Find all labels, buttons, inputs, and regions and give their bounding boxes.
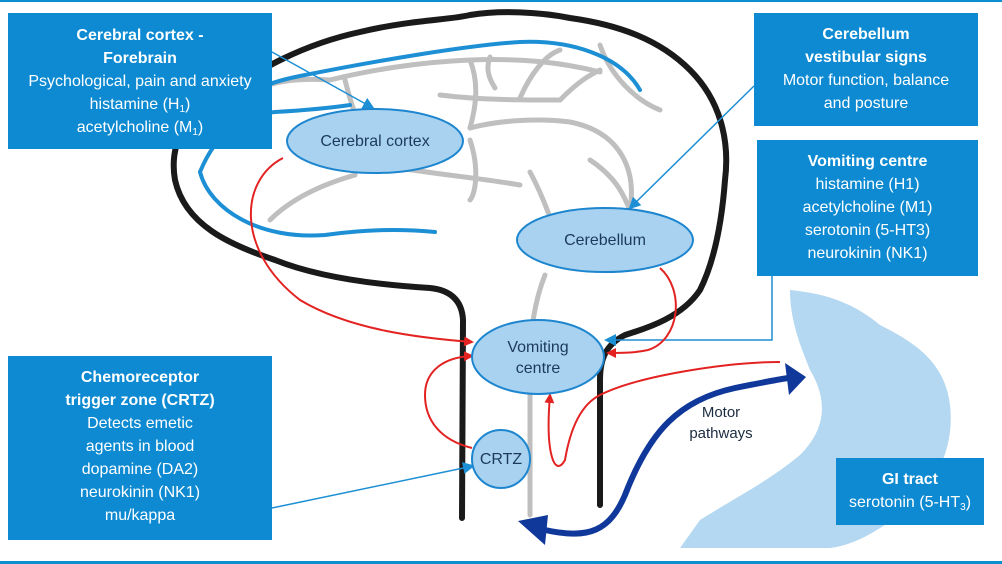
red-pathways (249, 157, 781, 467)
infobox-line: serotonin (5-HT3) (848, 494, 972, 513)
vomiting-label-line: centre (515, 360, 561, 377)
infobox-line: neurokinin (NK1) (807, 245, 928, 262)
infobox-line: agents in blood (85, 438, 195, 455)
cerebellum-to-vomiting (606, 267, 677, 358)
cortex-connector (271, 51, 375, 109)
motor-pathways-label: Motor pathways (676, 402, 766, 444)
vomiting-centre-label: Vomiting centre (472, 337, 604, 379)
gi-tract-infobox: GI tract serotonin (5-HT3) (836, 458, 984, 525)
bottom-rule (0, 561, 1002, 564)
infobox-title: Vomiting centre (807, 153, 928, 170)
crtz-label: CRTZ (479, 451, 523, 468)
top-rule (0, 0, 1002, 2)
infobox-title: trigger zone (CRTZ) (65, 392, 215, 409)
infobox-line: Detects emetic (87, 415, 193, 432)
motor-label-line: Motor (701, 404, 741, 421)
crtz-node (471, 429, 531, 489)
infobox-title: Cerebellum (822, 26, 910, 43)
motor-pathways-arrow (518, 363, 806, 545)
vomiting-label-line: Vomiting (507, 339, 569, 356)
infobox-line: Motor function, balance (782, 72, 950, 89)
infobox-title: GI tract (881, 471, 938, 488)
cerebral-cortex-infobox: Cerebral cortex - Forebrain Psychologica… (8, 13, 272, 149)
infobox-line: mu/kappa (104, 507, 176, 524)
crtz-to-vomiting (423, 351, 474, 449)
brain-outline (170, 9, 730, 521)
infobox-line: serotonin (5-HT3) (804, 222, 931, 239)
vomiting-centre-node (471, 319, 605, 395)
ctz-infobox: Chemoreceptor trigger zone (CRTZ) Detect… (8, 356, 272, 540)
vomiting-centre-infobox: Vomiting centre histamine (H1) acetylcho… (757, 140, 978, 276)
infobox-title: vestibular signs (805, 49, 927, 66)
cerebellum-label: Cerebellum (564, 232, 646, 249)
motor-arrowhead-right (785, 363, 806, 395)
cerebral-cortex-label: Cerebral cortex (320, 133, 430, 150)
infobox-line: and posture (823, 95, 909, 112)
box-connectors (271, 51, 773, 509)
infobox-line: dopamine (DA2) (81, 461, 199, 478)
gi-to-vomiting (544, 361, 781, 467)
infobox-title: Cerebral cortex - (76, 27, 204, 44)
infobox-line: histamine (H1) (815, 176, 920, 193)
cortex-to-vomiting (249, 157, 474, 347)
vomiting-connector (604, 276, 773, 346)
infobox-line: neurokinin (NK1) (79, 484, 201, 501)
infobox-line: acetylcholine (M1) (76, 119, 204, 138)
infobox-line: Psychological, pain and anxiety (28, 73, 252, 90)
brain-gyri (247, 42, 663, 518)
cerebellum-node (516, 207, 694, 273)
infobox-line: histamine (H1) (89, 96, 191, 115)
infobox-line: acetylcholine (M1) (802, 199, 933, 216)
ctz-connector (271, 462, 475, 509)
cerebellum-connector (628, 85, 755, 210)
infobox-title: Forebrain (103, 50, 177, 67)
motor-arrowhead-left (518, 515, 548, 545)
infobox-title: Chemoreceptor (80, 369, 200, 386)
cerebral-cortex-node (286, 108, 464, 174)
cerebellum-infobox: Cerebellum vestibular signs Motor functi… (754, 13, 978, 126)
motor-label-line: pathways (689, 425, 753, 442)
